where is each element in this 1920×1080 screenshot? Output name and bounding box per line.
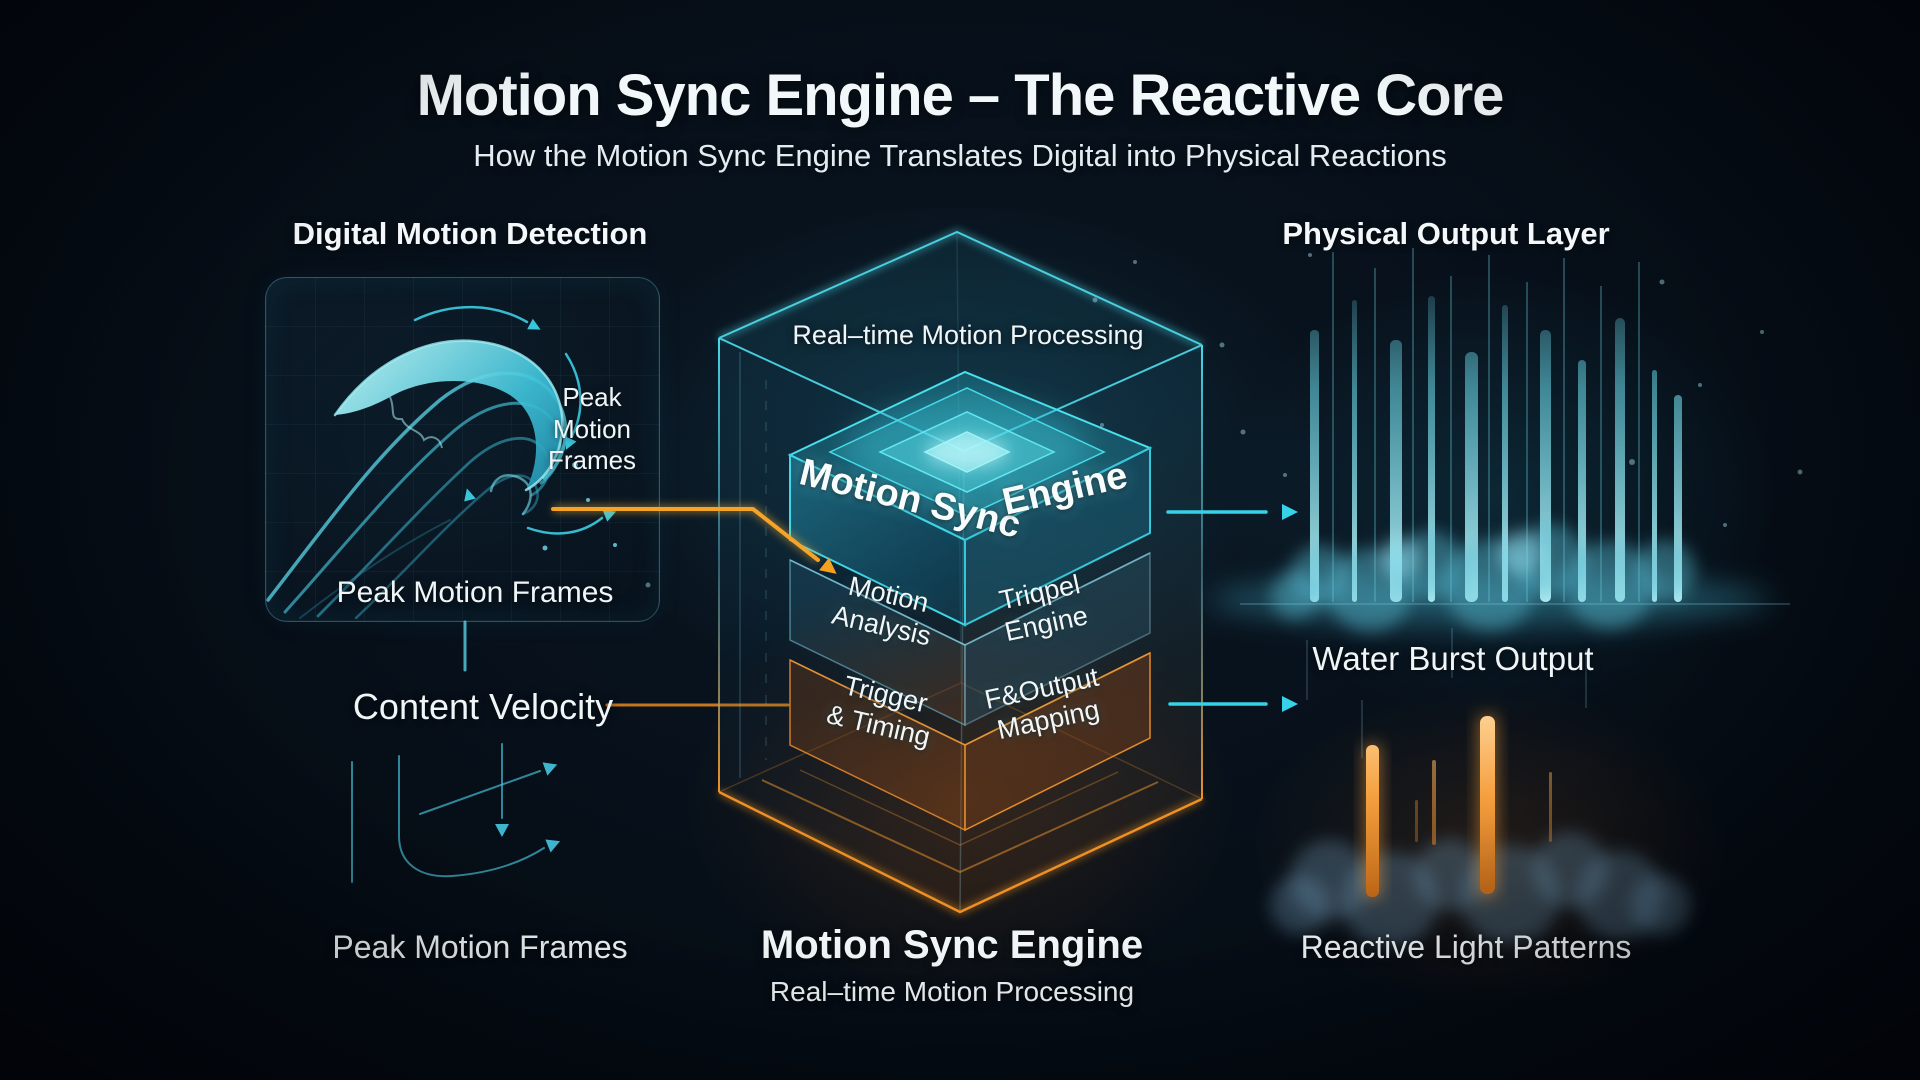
page-title: Motion Sync Engine – The Reactive Core — [416, 63, 1505, 128]
engine-footer-subtitle: Real–time Motion Processing — [769, 976, 1135, 1007]
glow-light-orange — [1230, 670, 1750, 1020]
layer-label-motion-analysis: Motion Analysis — [829, 570, 934, 652]
light-patterns-label: Reactive Light Patterns — [1300, 929, 1632, 965]
engine-core-label-right: Engine — [998, 454, 1132, 524]
layer-label-trigger-engine: Triqpel Engine — [996, 569, 1091, 648]
section-heading-detection: Digital Motion Detection — [292, 216, 648, 251]
layer-motion-analysis — [789, 551, 1151, 727]
engine-core-label-left: Motion Sync — [795, 451, 1025, 547]
flow-arrows — [551, 504, 1298, 712]
left-connectors — [351, 620, 790, 883]
content-velocity-label: Content Velocity — [352, 686, 614, 727]
page-subtitle: How the Motion Sync Engine Translates Di… — [473, 138, 1447, 173]
light-mist — [1270, 832, 1690, 948]
water-burst-visual — [645, 248, 1803, 758]
water-mist — [1271, 524, 1695, 632]
bokeh-dots — [645, 253, 1803, 588]
engine-top-label: Real–time Motion Processing — [792, 320, 1144, 350]
output-arrow-light — [1168, 696, 1298, 712]
layer-motion-sync-core — [787, 370, 1153, 627]
detection-panel — [265, 277, 660, 622]
output-arrow-water — [1166, 504, 1298, 520]
engine-footer-title: Motion Sync Engine — [760, 923, 1144, 967]
glow-water-teal — [1200, 250, 1800, 740]
layer-trigger-timing — [789, 651, 1151, 832]
glow-cube-orange — [660, 560, 1260, 1030]
layer-label-output-mapping: F&Output Mapping — [981, 661, 1103, 746]
section-heading-output: Physical Output Layer — [1282, 216, 1610, 251]
glow-cube-teal — [560, 180, 1360, 740]
layer-label-trigger-timing: Trigger & Timing — [823, 670, 933, 753]
left-footer-label: Peak Motion Frames — [332, 929, 628, 965]
engine-cube — [717, 229, 1204, 915]
light-patterns-visual — [1270, 714, 1690, 948]
water-burst-label: Water Burst Output — [1312, 640, 1594, 677]
